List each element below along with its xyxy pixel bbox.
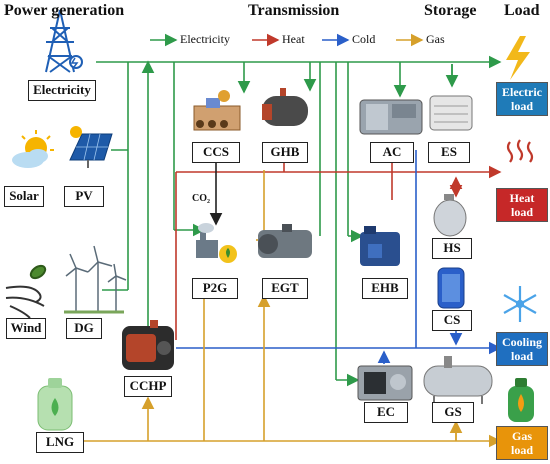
load-electric-line2: load (510, 99, 533, 113)
legend-electricity: Electricity (180, 32, 230, 46)
box-p2g: P2G (192, 278, 238, 299)
heat-waves-icon (506, 139, 534, 163)
box-electricity: Electricity (28, 80, 96, 101)
box-solar: Solar (4, 186, 44, 207)
header-power-generation: Power generation (4, 2, 125, 19)
load-electric-line1: Electric (502, 85, 542, 99)
box-es: ES (428, 142, 470, 163)
load-heat: Heat load (496, 188, 548, 222)
box-ccs: CCS (192, 142, 240, 163)
wind-icon (5, 264, 47, 319)
p2g-plant-icon (196, 223, 237, 263)
co2-label: CO₂ (192, 193, 210, 204)
box-hs: HS (432, 238, 472, 259)
energy-storage-icon (429, 95, 473, 131)
header-storage: Storage (424, 2, 477, 19)
solar-panel-icon (69, 126, 113, 168)
header-transmission: Transmission (248, 2, 340, 19)
load-gas-line1: Gas (511, 429, 532, 443)
heat-lines (175, 162, 502, 340)
load-electric: Electric load (496, 82, 548, 116)
electric-chiller-icon (357, 365, 413, 401)
box-ac: AC (370, 142, 414, 163)
gas-bottle-icon (508, 378, 534, 422)
load-heat-line2: load (510, 205, 533, 219)
lightning-bolt-icon (506, 36, 530, 80)
box-ehb: EHB (362, 278, 408, 299)
sun-cloud-icon (12, 130, 54, 168)
electricity-lines (96, 55, 502, 387)
lng-cylinder-icon (37, 378, 73, 431)
box-gs: GS (432, 402, 474, 423)
box-lng: LNG (36, 432, 84, 453)
load-cooling-line2: load (510, 349, 533, 363)
load-gas: Gas load (496, 426, 548, 460)
egt-turbine-icon (258, 224, 312, 258)
wind-turbines-icon (64, 245, 127, 314)
box-cs: CS (432, 310, 472, 331)
load-gas-line2: load (510, 443, 533, 457)
ghb-boiler-icon (262, 88, 308, 126)
cold-lines (176, 150, 502, 364)
cchp-unit-icon (122, 320, 174, 370)
box-egt: EGT (262, 278, 308, 299)
legend-gas: Gas (426, 32, 445, 46)
box-dg: DG (66, 318, 102, 339)
gas-lines (84, 170, 502, 448)
load-heat-line1: Heat (509, 191, 535, 205)
legend-cold: Cold (352, 32, 376, 46)
transmission-tower-icon (45, 9, 83, 73)
box-cchp: CCHP (124, 376, 172, 397)
load-cooling: Cooling load (496, 332, 548, 366)
legend-heat: Heat (282, 32, 305, 46)
ehb-boiler-icon (360, 226, 400, 266)
header-load: Load (504, 2, 540, 19)
absorption-chiller-icon (359, 99, 423, 135)
box-ec: EC (364, 402, 408, 423)
snowflake-icon (503, 286, 537, 322)
gas-storage-tank-icon (423, 356, 493, 404)
box-ghb: GHB (262, 142, 308, 163)
heat-storage-tank-icon (433, 194, 467, 237)
box-wind: Wind (6, 318, 46, 339)
load-cooling-line1: Cooling (501, 335, 542, 349)
cold-storage-tank-icon (437, 267, 465, 309)
box-pv: PV (64, 186, 104, 207)
ccs-machine-icon (193, 90, 241, 131)
